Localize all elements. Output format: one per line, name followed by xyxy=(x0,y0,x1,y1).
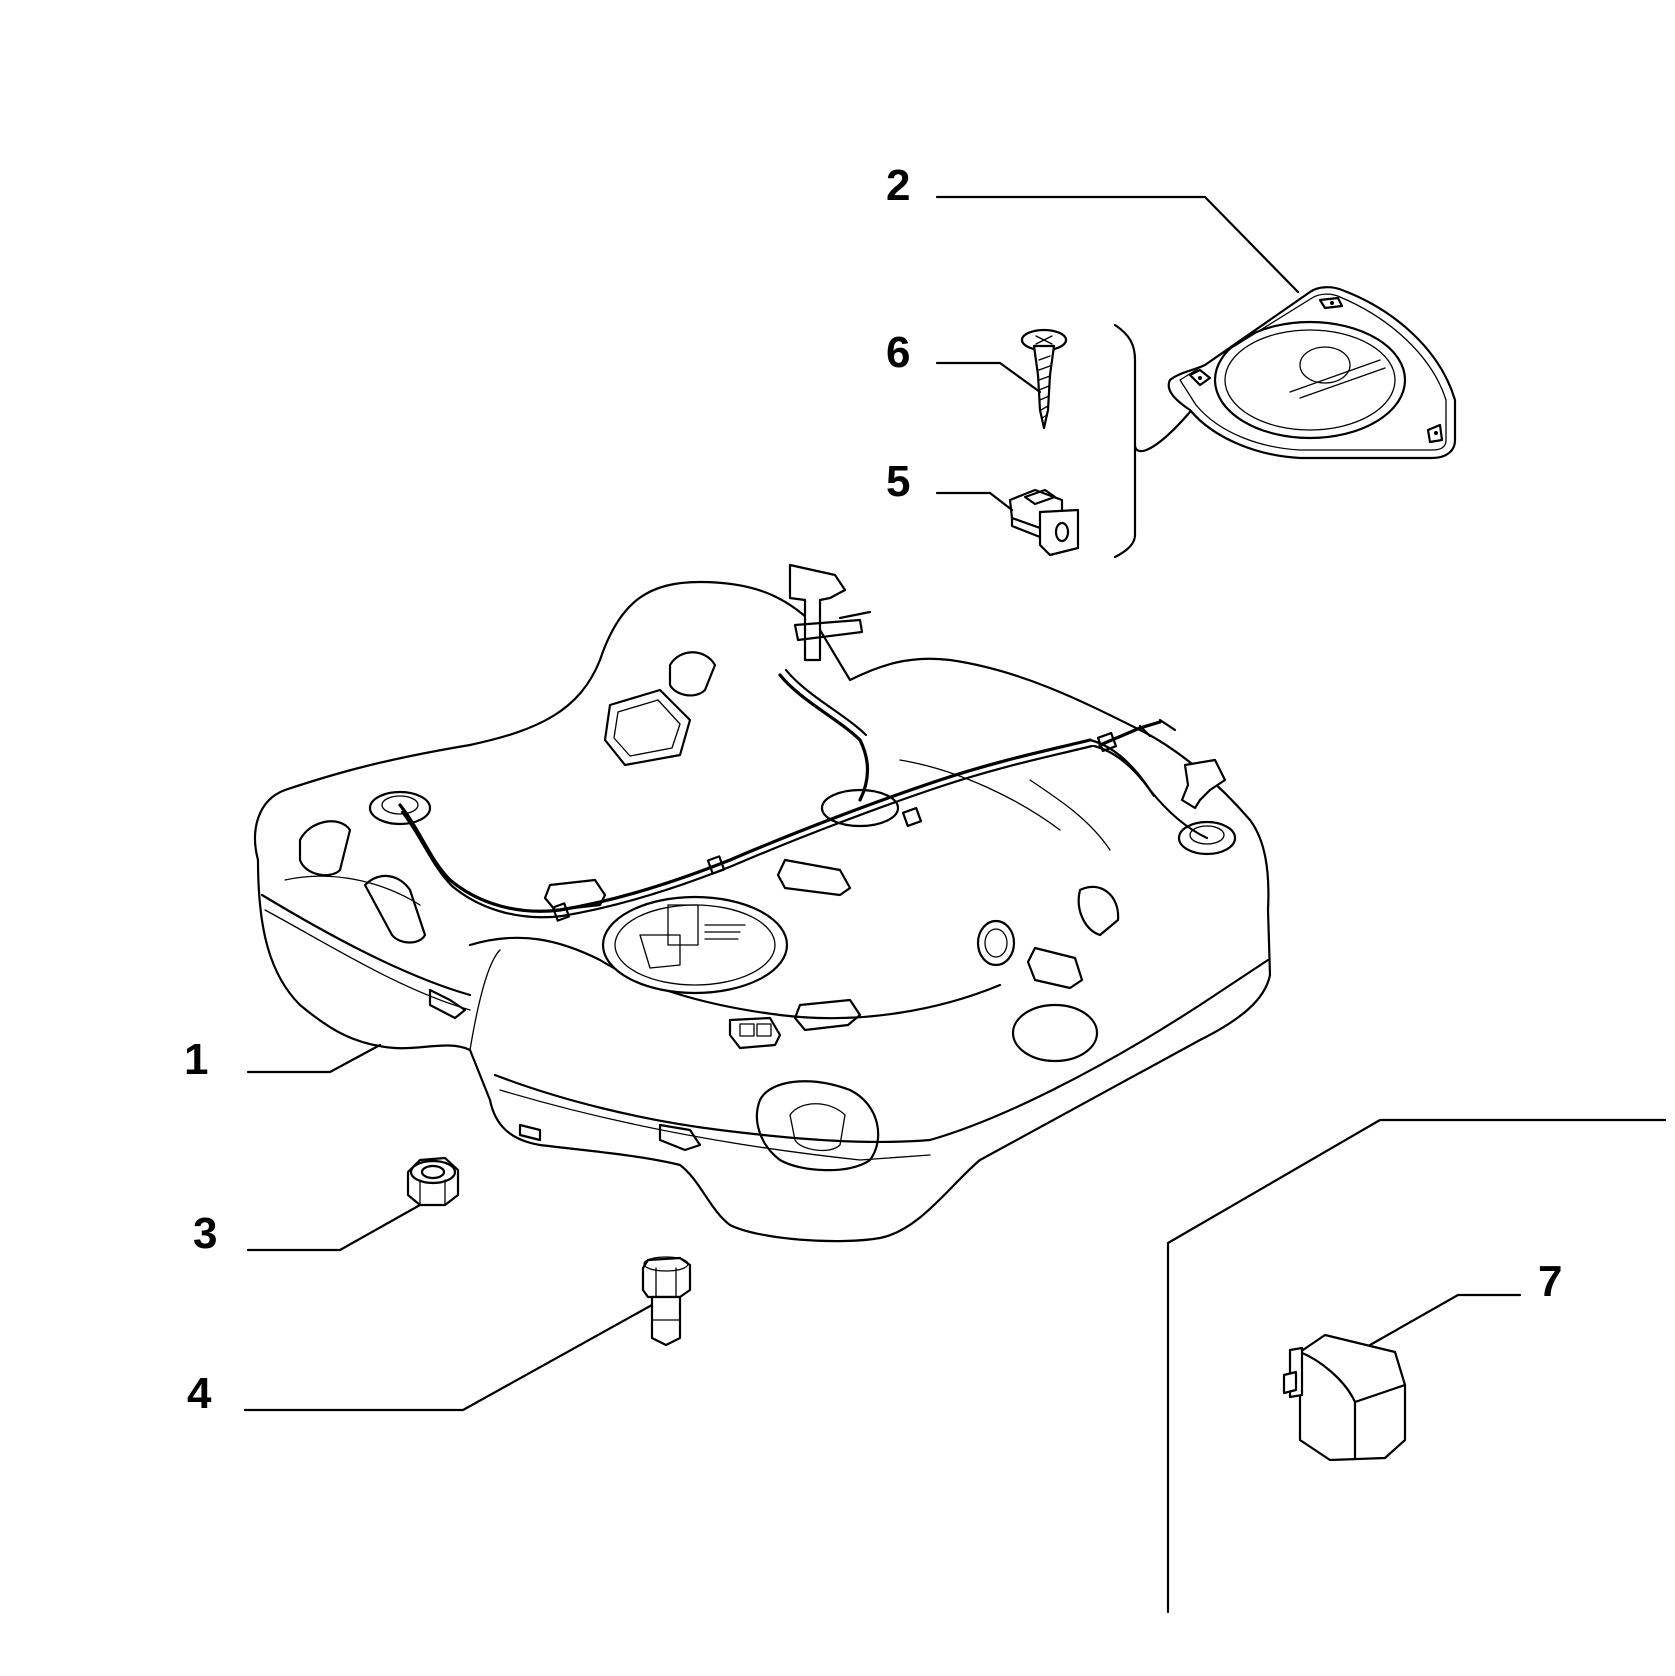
leader-1 xyxy=(246,1043,382,1074)
callout-6: 6 xyxy=(886,328,911,377)
leader-3 xyxy=(246,1203,422,1252)
leader-5 xyxy=(935,491,1014,512)
section-frame-line xyxy=(1166,1118,1667,1614)
screw-part xyxy=(1020,328,1068,430)
callout-1: 1 xyxy=(184,1035,209,1084)
leader-2 xyxy=(935,195,1300,294)
callout-5: 5 xyxy=(886,457,911,506)
leader-6 xyxy=(935,361,1042,394)
relay-part xyxy=(1282,1333,1407,1462)
fuel-tank xyxy=(254,563,1272,1243)
cover-plate xyxy=(1167,286,1457,460)
callout-7: 7 xyxy=(1538,1257,1563,1306)
callout-3: 3 xyxy=(193,1209,218,1258)
callout-4: 4 xyxy=(187,1369,212,1418)
leader-4 xyxy=(243,1303,654,1412)
leader-7 xyxy=(1368,1293,1522,1347)
callout-2: 2 xyxy=(886,161,911,210)
leader-lines xyxy=(243,195,1522,1412)
nut-part xyxy=(406,1156,460,1207)
bolt-part xyxy=(641,1256,692,1347)
group-bracket xyxy=(1113,323,1192,559)
clip-nut-part xyxy=(1008,488,1080,557)
